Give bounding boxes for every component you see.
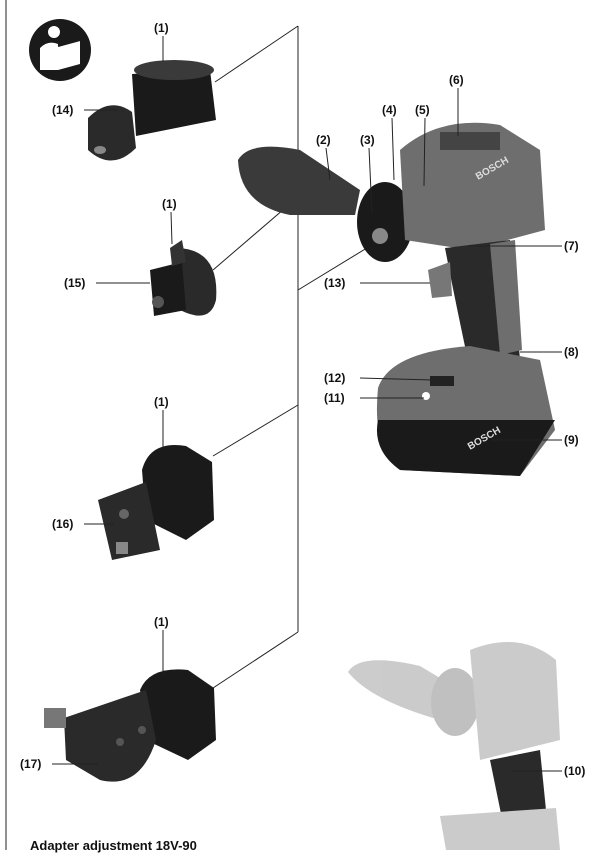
- main-drill: BOSCH BOSCH: [238, 123, 555, 476]
- label-2: (2): [316, 133, 331, 147]
- label-3: (3): [360, 133, 375, 147]
- label-14: (14): [52, 103, 73, 117]
- angle-adapter-17: [44, 669, 216, 781]
- label-1-top: (1): [154, 21, 169, 35]
- label-10: (10): [564, 764, 585, 778]
- leader-lines: [213, 26, 380, 688]
- label-6: (6): [449, 73, 464, 87]
- label-1-fourth: (1): [154, 615, 169, 629]
- label-8: (8): [564, 345, 579, 359]
- label-17: (17): [20, 757, 41, 771]
- label-12: (12): [324, 371, 345, 385]
- label-7: (7): [564, 239, 579, 253]
- drill-body-ghost: [348, 642, 560, 850]
- label-9: (9): [564, 433, 579, 447]
- read-manual-icon: [29, 19, 91, 81]
- footer-text: Adapter adjustment 18V-90: [30, 838, 197, 853]
- label-1-third: (1): [154, 395, 169, 409]
- label-4: (4): [382, 103, 397, 117]
- offset-adapter-15: [150, 240, 216, 316]
- label-15: (15): [64, 276, 85, 290]
- eccentric-adapter-16: [98, 445, 214, 560]
- label-11: (11): [324, 391, 345, 405]
- label-1-second: (1): [162, 197, 177, 211]
- label-5: (5): [415, 103, 430, 117]
- label-13: (13): [324, 276, 345, 290]
- label-16: (16): [52, 517, 73, 531]
